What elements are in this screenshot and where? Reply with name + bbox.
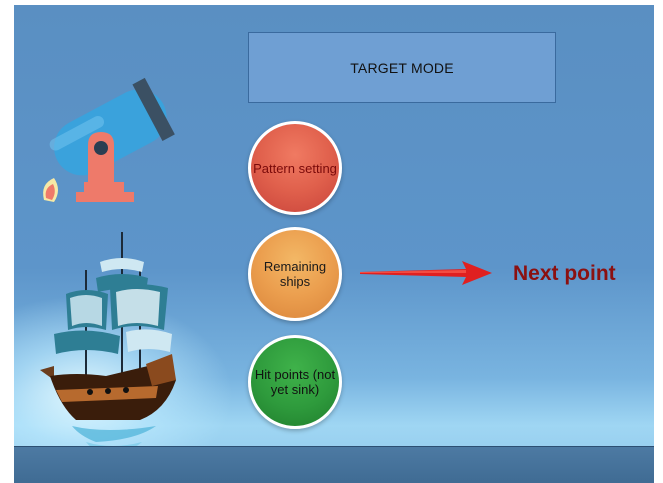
slide: TARGET MODE Pattern setting Remaining sh… xyxy=(14,5,654,483)
ship-illustration xyxy=(40,232,176,456)
pattern-setting-label: Pattern setting xyxy=(253,160,337,176)
remaining-ships-circle[interactable]: Remaining ships xyxy=(248,227,342,321)
cannon-illustration xyxy=(43,77,175,202)
hit-points-label: Hit points (not yet sink) xyxy=(254,367,336,397)
target-mode-box: TARGET MODE xyxy=(248,32,556,103)
next-point-label: Next point xyxy=(513,262,616,285)
red-arrow xyxy=(360,261,492,285)
hit-points-circle[interactable]: Hit points (not yet sink) xyxy=(248,335,342,429)
sea-floor xyxy=(14,446,654,483)
pattern-setting-circle[interactable]: Pattern setting xyxy=(248,121,342,215)
remaining-ships-label: Remaining ships xyxy=(263,259,327,289)
